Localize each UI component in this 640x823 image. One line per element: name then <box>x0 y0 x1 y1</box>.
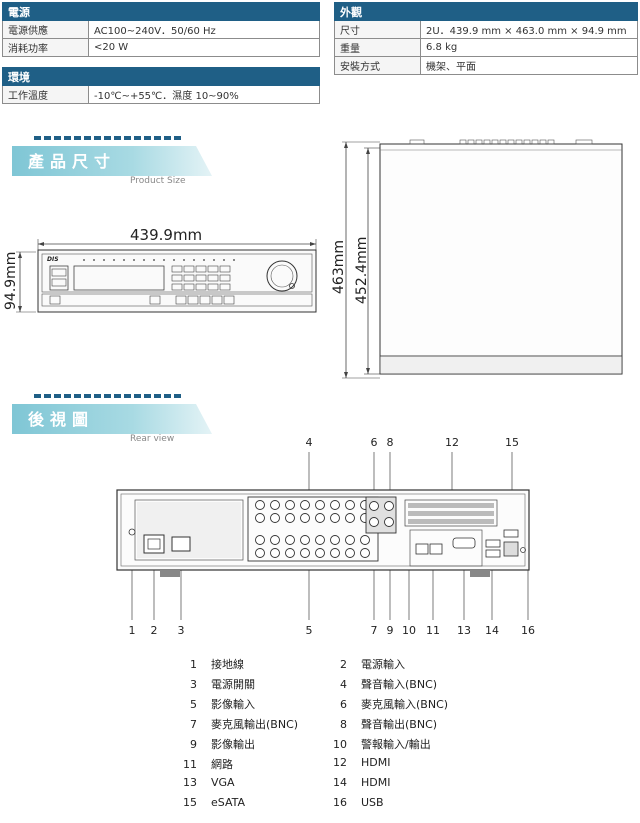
callout-top: 15 <box>505 436 519 449</box>
spec-label: 消耗功率 <box>2 38 89 57</box>
legend-text: HDMI <box>361 776 391 789</box>
legend-number: 12 <box>333 756 347 769</box>
callout-bottom: 1 <box>128 624 136 637</box>
rear-panel-drawing <box>116 452 530 620</box>
rear-view-section-header: 後視圖 Rear view <box>12 394 222 446</box>
legend-item: 4 聲音輸入(BNC) <box>325 676 437 692</box>
legend-text: 電源輸入 <box>361 658 405 671</box>
legend-text: 警報輸入/輸出 <box>361 738 431 751</box>
legend-item: 13 VGA <box>175 776 235 789</box>
top-view-drawing <box>342 139 623 379</box>
legend-text: eSATA <box>211 796 246 809</box>
spec-value: 機架、平面 <box>420 56 638 75</box>
decorative-dots <box>34 136 181 140</box>
spec-label: 電源供應 <box>2 20 89 39</box>
legend-item: 9 影像輸出 <box>175 736 255 752</box>
callout-top: 8 <box>386 436 394 449</box>
section-subtitle: Product Size <box>130 176 186 186</box>
legend-text: 電源開關 <box>211 678 255 691</box>
legend-text: USB <box>361 796 384 809</box>
spec-value: AC100~240V．50/60 Hz <box>88 20 320 39</box>
callout-bottom: 5 <box>305 624 313 637</box>
legend-number: 9 <box>190 738 197 751</box>
legend-number: 2 <box>340 658 347 671</box>
spec-value: <20 W <box>88 38 320 57</box>
front-view-drawing <box>16 239 317 313</box>
spec-label: 重量 <box>334 38 421 57</box>
legend-number: 16 <box>333 796 347 809</box>
callout-bottom: 13 <box>457 624 471 637</box>
callout-bottom: 11 <box>426 624 440 637</box>
spec-label: 安裝方式 <box>334 56 421 75</box>
callout-bottom: 3 <box>177 624 185 637</box>
brand-logo: DIS <box>47 256 59 263</box>
appearance-spec-header: 外觀 <box>334 2 638 21</box>
legend-text: 聲音輸入(BNC) <box>361 678 438 691</box>
legend-text: 麥克風輸入(BNC) <box>361 698 449 711</box>
callout-bottom: 9 <box>386 624 394 637</box>
callout-bottom: 14 <box>485 624 499 637</box>
callout-bottom: 16 <box>521 624 535 637</box>
section-title: 產品尺寸 <box>28 152 117 171</box>
width-dimension-label: 439.9mm <box>130 226 203 244</box>
product-size-section-header: 產品尺寸 Product Size <box>12 136 222 188</box>
legend-item: 12 HDMI <box>325 756 390 769</box>
callout-top: 12 <box>445 436 459 449</box>
legend-number: 4 <box>340 678 347 691</box>
legend-number: 6 <box>340 698 347 711</box>
legend-number: 15 <box>183 796 197 809</box>
legend-item: 5 影像輸入 <box>175 696 255 712</box>
section-title: 後視圖 <box>28 410 95 429</box>
spec-value: -10℃~+55℃．濕度 10~90% <box>88 85 320 104</box>
legend-text: 麥克風輸出(BNC) <box>211 718 299 731</box>
legend-text: VGA <box>211 776 235 789</box>
port-legend: 1 接地線 2 電源輸入 3 電源開關 4 聲音輸入(BNC) 5 影像輸入 6 麥克風輸入(BNC)… <box>175 656 475 816</box>
legend-item: 1 接地線 <box>175 656 244 672</box>
callout-top: 4 <box>305 436 313 449</box>
spec-label: 工作溫度 <box>2 85 89 104</box>
legend-item: 16 USB <box>325 796 384 809</box>
env-spec-header: 環境 <box>2 67 320 86</box>
section-subtitle: Rear view <box>130 434 175 444</box>
legend-text: 聲音輸出(BNC) <box>361 718 438 731</box>
decorative-dots <box>34 394 181 398</box>
section-title-bar <box>12 404 212 434</box>
section-title-bar <box>12 146 212 176</box>
legend-number: 11 <box>183 758 197 771</box>
legend-text: 網路 <box>211 758 233 771</box>
legend-number: 3 <box>190 678 197 691</box>
legend-text: 接地線 <box>211 658 244 671</box>
legend-item: 2 電源輸入 <box>325 656 405 672</box>
spec-value: 2U．439.9 mm × 463.0 mm × 94.9 mm <box>420 20 638 39</box>
callout-bottom: 7 <box>370 624 378 637</box>
spec-label: 尺寸 <box>334 20 421 39</box>
legend-number: 7 <box>190 718 197 731</box>
spec-value: 6.8 kg <box>420 38 638 57</box>
legend-item: 15 eSATA <box>175 796 245 809</box>
legend-number: 5 <box>190 698 197 711</box>
legend-text: 影像輸出 <box>211 738 255 751</box>
legend-number: 8 <box>340 718 347 731</box>
legend-item: 3 電源開關 <box>175 676 255 692</box>
legend-number: 14 <box>333 776 347 789</box>
env-spec-table: 環境 工作溫度-10℃~+55℃．濕度 10~90% <box>2 67 320 104</box>
legend-number: 10 <box>333 738 347 751</box>
legend-item: 11 網路 <box>175 756 233 772</box>
legend-number: 1 <box>190 658 197 671</box>
legend-text: HDMI <box>361 756 391 769</box>
callout-top: 6 <box>370 436 378 449</box>
callout-bottom: 10 <box>402 624 416 637</box>
callout-bottom: 2 <box>150 624 158 637</box>
legend-number: 13 <box>183 776 197 789</box>
legend-item: 8 聲音輸出(BNC) <box>325 716 437 732</box>
legend-item: 6 麥克風輸入(BNC) <box>325 696 448 712</box>
legend-item: 10 警報輸入/輸出 <box>325 736 431 752</box>
legend-item: 14 HDMI <box>325 776 390 789</box>
legend-item: 7 麥克風輸出(BNC) <box>175 716 298 732</box>
legend-text: 影像輸入 <box>211 698 255 711</box>
power-spec-header: 電源 <box>2 2 320 21</box>
